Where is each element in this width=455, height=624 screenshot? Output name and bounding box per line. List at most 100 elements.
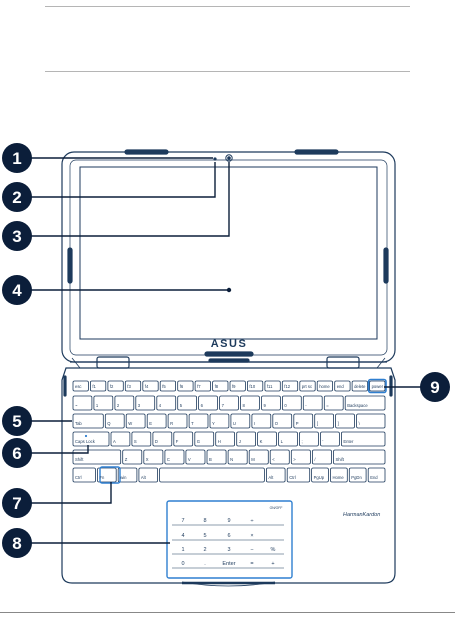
num-row-key-7 [219,395,239,411]
q-row-key-label-4: R [170,421,173,426]
fn-row-key-label-0: esc [75,384,82,389]
q-row-key-label-3: E [149,421,152,426]
harman-kardon-badge: HarmanKardon [343,512,380,518]
z-row-key-1 [122,449,143,465]
num-row-key-13 [344,395,386,411]
callout-2-badge [2,182,32,212]
q-row-key-5 [188,413,209,429]
numpad-right-key-3: + [271,561,274,567]
num-row-key-label-2: 2 [117,403,120,408]
numpad-toggle-label: ON/OFF [270,506,283,510]
num-row-key-1 [93,395,114,411]
bottom-row-key-label-10: End [370,475,378,480]
hinge [70,351,387,369]
q-row-key-label-0: Tab [75,421,82,426]
bottom-row-key-0 [72,467,96,483]
numpad-key-0-2: 9 [227,518,230,524]
numpad-key-3-2: Enter [222,561,235,567]
q-row-key-8 [251,413,272,429]
q-row-key-1 [104,413,125,429]
lid-side-tab-left [67,247,73,284]
top-rule [45,6,410,7]
num-row-key-label-8: 8 [243,403,246,408]
numpad-key-0-1: 8 [203,518,206,524]
z-row-key-label-9: > [293,457,296,462]
callout-9-badge [420,372,450,402]
bottom-row-key-1 [97,467,117,483]
z-row-key-3 [164,449,185,465]
a-row-key-label-8: K [260,439,263,444]
num-row-key-5 [177,395,197,411]
fn-row-key-label-7: f7 [197,384,201,389]
a-row-key-1 [110,431,131,447]
a-row-key-12 [340,431,386,447]
fn-row-key-10 [246,380,264,392]
z-row-key-label-1: Z [125,457,128,462]
lid-side-tab-right [383,247,389,284]
numpad-key-1-1: 5 [203,533,206,539]
numpad-key-0-3: ÷ [250,518,253,524]
z-row-key-7 [248,449,269,465]
num-row-key-11 [302,395,323,411]
fn-row-key-label-13: prt sc [302,384,312,389]
bottom-row-key-10 [367,467,386,483]
bottom-row-key-label-5: Alt [268,475,274,480]
q-row-key-label-1: Q [107,421,111,426]
num-row-key-2 [114,395,135,411]
fn-row-key-label-5: f5 [162,384,166,389]
z-row-key-10 [311,449,332,465]
fn-row-key-5 [159,380,176,392]
fn-row-key-label-3: f3 [127,384,131,389]
q-row-key-7 [230,413,251,429]
q-row-key-10 [293,413,314,429]
callout-4-number: 4 [12,281,22,300]
callout-6-number: 6 [12,444,21,463]
bottom-rule [0,612,455,613]
num-row-key-label-1: 1 [96,403,99,408]
fn-row-key-label-17: power [372,384,384,389]
bottom-row-key-5 [265,467,286,483]
num-row-key-label-4: 4 [159,403,162,408]
fn-row-key-16 [351,380,368,392]
num-row-key-label-3: 3 [138,403,141,408]
num-row-key-label-6: 6 [201,403,204,408]
fn-row-key-9 [229,380,246,392]
caps-lock-indicator [84,434,88,438]
numpad-key-1-3: × [250,533,253,539]
num-row-key-label-11: - [305,403,307,408]
a-row-key-label-0: Caps Lock [75,439,96,444]
bottom-row-key-label-7: PgUp [314,475,325,480]
num-row-key-label-12: = [326,403,329,408]
q-row-key-label-5: T [191,421,194,426]
numpad-key-2-0: 1 [181,547,184,553]
num-row-key-label-13: Backspace [347,403,368,408]
fn-row-key-13 [299,380,316,392]
num-row-key-9 [261,395,281,411]
callout-5-badge [2,406,32,436]
z-row-key-label-6: N [230,457,233,462]
a-row-key-label-2: S [134,439,137,444]
num-row-key-4 [156,395,177,411]
z-row-key-label-3: C [167,457,170,462]
lid-top-tab-left [124,149,169,155]
numpad-key-3-0: 0 [181,561,184,567]
num-row-key-label-7: 7 [222,403,225,408]
bottom-row-key-label-8: Home [333,475,345,480]
callout-9-number: 9 [430,378,439,397]
bottom-row-key-7 [311,467,329,483]
fn-row-key-15 [334,380,351,392]
bottom-row-key-4 [159,467,265,483]
callout-3-badge [2,221,32,251]
q-row-key-0 [72,413,104,429]
keyboard-base [61,367,396,587]
fn-row-key-label-15: end [337,384,345,389]
bottom-row-key-3 [138,467,158,483]
numpad-right-key-2: % [271,547,276,553]
num-row-key-label-9: 9 [264,403,267,408]
fn-row-key-8 [212,380,229,392]
callout-8-number: 8 [12,534,21,553]
